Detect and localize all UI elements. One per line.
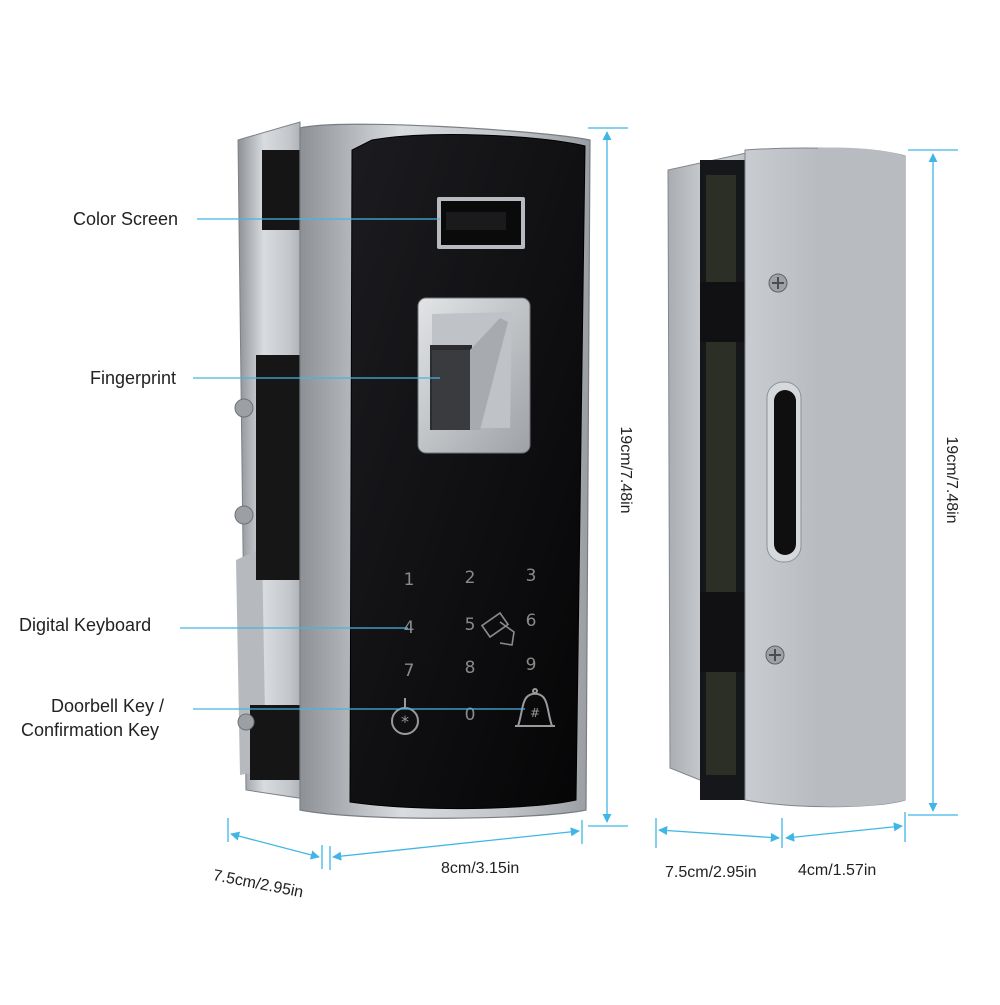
key-1: 1 (404, 570, 415, 590)
callout-fingerprint: Fingerprint (90, 368, 177, 388)
key-2: 2 (465, 568, 476, 588)
callout-digital-keyboard: Digital Keyboard (19, 615, 152, 635)
key-8: 8 (465, 658, 476, 678)
callout-lines (180, 218, 525, 710)
front-width-label: 8cm/3.15in (441, 860, 520, 877)
side-lock (667, 147, 906, 808)
side-height-label: 19cm/7.48in (943, 436, 960, 524)
doorbell-key-icon: # (515, 688, 555, 727)
key-9: 9 (526, 655, 537, 675)
confirmation-key-icon: * (391, 698, 419, 735)
front-height-label: 19cm/7.48in (617, 426, 634, 514)
dimension-lines (227, 127, 958, 870)
key-3: 3 (526, 566, 537, 586)
side-width-label: 4cm/1.57in (798, 862, 877, 879)
callout-color-screen: Color Screen (73, 209, 179, 229)
svg-text:#: # (530, 706, 540, 720)
card-icon (480, 611, 515, 646)
callout-doorbell-line2: Confirmation Key (21, 720, 160, 740)
key-6: 6 (526, 611, 537, 631)
key-0: 0 (465, 705, 476, 725)
callout-doorbell-line1: Doorbell Key / (51, 696, 165, 716)
keypad: 1 2 3 4 5 6 7 8 9 0 (404, 566, 537, 725)
side-depth-label: 7.5cm/2.95in (665, 864, 757, 881)
key-5: 5 (465, 615, 476, 635)
key-4: 4 (404, 618, 415, 638)
svg-text:*: * (401, 712, 409, 731)
front-lock: 1 2 3 4 5 6 7 8 9 0 * # (234, 121, 591, 819)
key-7: 7 (404, 661, 415, 681)
